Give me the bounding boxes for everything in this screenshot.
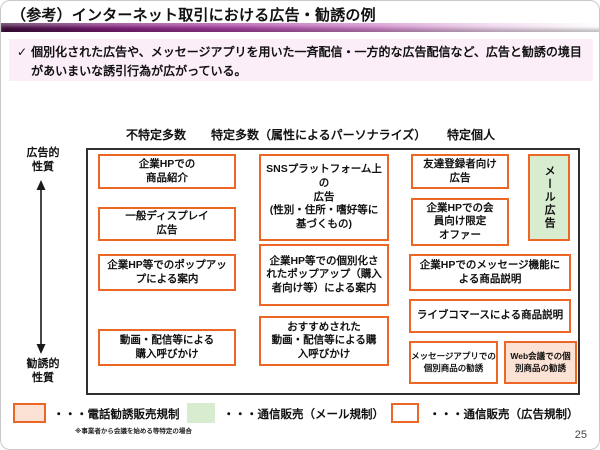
summary-box: ✓ 個別化された広告や、メッセージアプリを用いた一斉配信・一方的な広告配信など、…: [9, 39, 593, 81]
legend-footnote: ※事業者から会議を始める等特定の場合: [75, 428, 192, 435]
check-icon: ✓: [17, 45, 28, 59]
box-general-display-ad: 一般ディスプレイ 広告: [98, 207, 236, 241]
box-company-hp-product-intro: 企業HPでの 商品紹介: [98, 154, 236, 189]
axis-label-solicitation: 勧誘的 性質: [26, 358, 60, 385]
axis-label-advertising: 広告的 性質: [26, 147, 60, 174]
box-message-app-solicitation: メッセージアプリでの 個別商品の勧誘: [409, 341, 498, 384]
legend-label-ad-regulation: ・・・通信販売（広告規制）: [429, 409, 579, 421]
legend-swatch-ad-regulation: [391, 403, 419, 423]
box-sns-platform-ad: SNSプラットフォーム上の 広告 (性別・住所・嗜好等に 基づくもの): [259, 154, 389, 241]
legend-label-telephone-solicitation: ・・・電話勧誘販売規制: [53, 409, 180, 421]
legend-swatch-mail-regulation: [187, 403, 215, 423]
column-header-specific-individual: 特定個人: [446, 128, 495, 142]
column-header-unspecified-many: 不特定多数: [125, 128, 186, 142]
box-web-meeting-solicitation: Web会議での個 別商品の勧誘: [504, 341, 577, 384]
box-friend-registered-ad: 友達登録者向け 広告: [411, 154, 509, 189]
page-title: （参考）インターネット取引における広告・勧誘の例: [11, 7, 376, 24]
column-header-specified-many: 特定多数（属性によるパーソナライズ）: [211, 128, 427, 142]
box-live-commerce-explanation: ライブコマースによる商品説明: [409, 299, 571, 333]
box-hp-message-product-explanation: 企業HPでのメッセージ機能に よる商品説明: [409, 254, 571, 291]
box-mail-ad: メール広告: [528, 154, 570, 241]
box-popup-guidance: 企業HP等でのポップアッ プによる案内: [98, 254, 236, 291]
box-recommended-video-purchase-call: おすすめされた 動画・配信等による購 入呼びかけ: [259, 316, 389, 366]
legend-label-mail-regulation: ・・・通信販売（メール規制）: [223, 409, 384, 421]
page-number: 25: [574, 429, 587, 441]
box-video-purchase-call: 動画・配信等による 購入呼びかけ: [98, 329, 236, 366]
box-personalized-popup: 企業HP等での個別化さ れたポップアップ（購入 者向け等）による案内: [259, 244, 389, 306]
box-member-limited-offer: 企業HPでの会 員向け限定 オファー: [411, 198, 509, 246]
summary-text: 個別化された広告や、メッセージアプリを用いた一斉配信・一方的な広告配信など、広告…: [31, 45, 582, 78]
mail-ad-label: メール広告: [543, 165, 556, 230]
title-accent-bar: [1, 23, 599, 32]
vertical-double-arrow-icon: [36, 180, 46, 354]
legend-swatch-telephone-solicitation: [13, 403, 46, 423]
